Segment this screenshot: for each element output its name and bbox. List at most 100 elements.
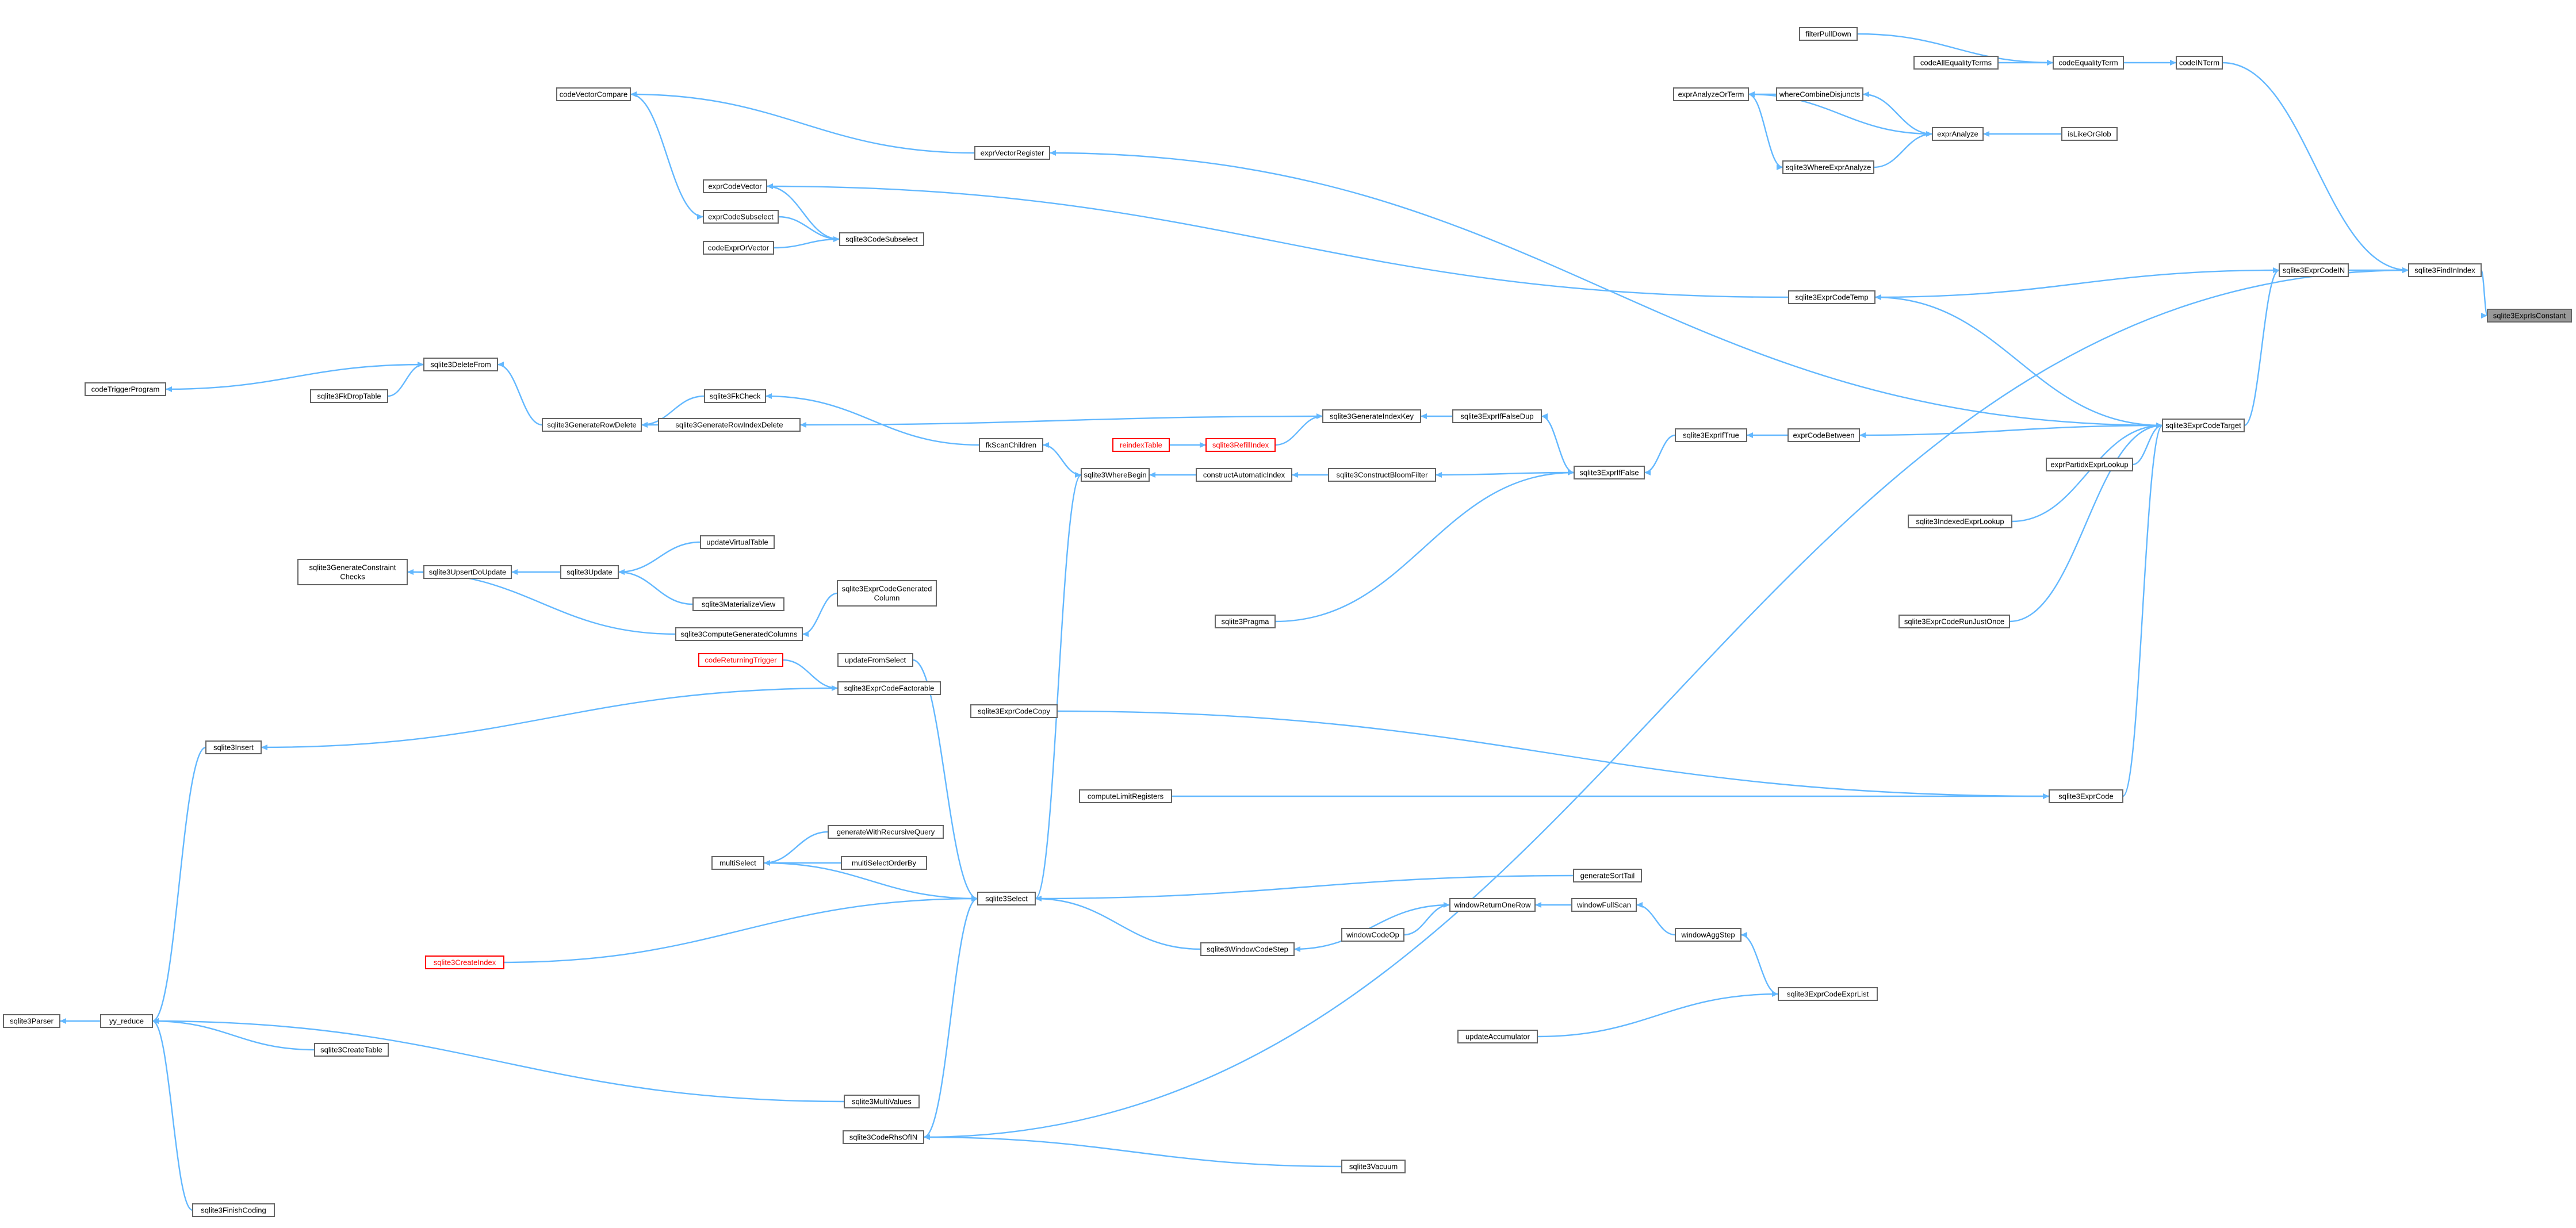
node-box (1573, 869, 1642, 882)
node-sqlite3WindowCodeStep[interactable]: sqlite3WindowCodeStep (1200, 942, 1295, 956)
node-codeExprOrVector[interactable]: codeExprOrVector (703, 241, 774, 255)
node-sqlite3ExprCodeExprList[interactable]: sqlite3ExprCodeExprList (1778, 987, 1878, 1001)
edge-arrowhead (2170, 60, 2176, 66)
node-exprAnalyze[interactable]: exprAnalyze (1932, 127, 1984, 141)
node-sqlite3GenerateIndexKey[interactable]: sqlite3GenerateIndexKey (1322, 409, 1421, 423)
node-whereCombineDisjuncts[interactable]: whereCombineDisjuncts (1776, 87, 1863, 101)
node-sqlite3FkDropTable[interactable]: sqlite3FkDropTable (310, 389, 388, 403)
node-exprCodeVector[interactable]: exprCodeVector (703, 179, 767, 193)
node-filterPullDown[interactable]: filterPullDown (1799, 27, 1858, 41)
node-sqlite3IndexedExprLookup[interactable]: sqlite3IndexedExprLookup (1908, 515, 2012, 528)
node-windowCodeOp[interactable]: windowCodeOp (1341, 928, 1404, 942)
node-box (1081, 468, 1150, 482)
edge-sqlite3ComputeGeneratedColumns-to-sqlite3GenerateConstraintChecks (407, 571, 676, 635)
edge-sqlite3ExprCodeGeneratedColumn-to-sqlite3ComputeGeneratedColumns (802, 592, 838, 635)
node-sqlite3Update[interactable]: sqlite3Update (560, 565, 619, 579)
node-label: sqlite3ExprCodeTarget (2165, 421, 2241, 430)
node-sqlite3FinishCoding[interactable]: sqlite3FinishCoding (192, 1203, 275, 1217)
node-sqlite3FindInIndex[interactable]: sqlite3FindInIndex (2408, 263, 2482, 277)
node-sqlite3ExprCodeTemp[interactable]: sqlite3ExprCodeTemp (1788, 290, 1875, 304)
node-codeTriggerProgram[interactable]: codeTriggerProgram (85, 382, 166, 396)
node-sqlite3Parser[interactable]: sqlite3Parser (3, 1014, 60, 1028)
node-sqlite3CodeSubselect[interactable]: sqlite3CodeSubselect (839, 232, 924, 246)
node-codeEqualityTerm[interactable]: codeEqualityTerm (2053, 56, 2124, 70)
node-codeReturningTrigger[interactable]: codeReturningTrigger (698, 653, 783, 667)
edge-arrowhead (630, 91, 637, 97)
node-sqlite3Vacuum[interactable]: sqlite3Vacuum (1341, 1160, 1406, 1173)
node-label: sqlite3MultiValues (852, 1097, 912, 1106)
edge-sqlite3Pragma-to-sqlite3ExprIfFalse (1274, 471, 1575, 623)
node-sqlite3DeleteFrom[interactable]: sqlite3DeleteFrom (423, 358, 498, 371)
node-sqlite3GenerateRowDelete[interactable]: sqlite3GenerateRowDelete (542, 418, 642, 432)
node-exprCodeSubselect[interactable]: exprCodeSubselect (703, 210, 779, 224)
node-updateAccumulator[interactable]: updateAccumulator (1457, 1030, 1538, 1043)
node-sqlite3ExprCodeRunJustOnce[interactable]: sqlite3ExprCodeRunJustOnce (1898, 615, 2010, 628)
node-sqlite3ComputeGeneratedColumns[interactable]: sqlite3ComputeGeneratedColumns (675, 627, 803, 641)
node-label: sqlite3CreateIndex (434, 958, 496, 967)
node-sqlite3ExprCodeTarget[interactable]: sqlite3ExprCodeTarget (2162, 419, 2245, 432)
edge-arrowhead (1075, 472, 1081, 478)
node-sqlite3CreateTable[interactable]: sqlite3CreateTable (314, 1043, 389, 1057)
edge-sqlite3CreateIndex-to-sqlite3Select (503, 897, 978, 964)
node-label: sqlite3WhereExprAnalyze (1786, 163, 1871, 172)
edge-sqlite3CodeRhsOfIN-to-sqlite3Select (923, 897, 978, 1138)
node-codeAllEqualityTerms[interactable]: codeAllEqualityTerms (1913, 56, 1999, 70)
node-sqlite3Select[interactable]: sqlite3Select (977, 892, 1036, 905)
node-sqlite3ExprCode[interactable]: sqlite3ExprCode (2049, 789, 2123, 803)
node-multiSelect[interactable]: multiSelect (711, 856, 764, 870)
node-constructAutomaticIndex[interactable]: constructAutomaticIndex (1196, 468, 1292, 482)
node-sqlite3WhereExprAnalyze[interactable]: sqlite3WhereExprAnalyze (1782, 160, 1874, 174)
node-exprCodeBetween[interactable]: exprCodeBetween (1787, 428, 1860, 442)
node-sqlite3ExprIfFalse[interactable]: sqlite3ExprIfFalse (1574, 466, 1645, 479)
node-windowReturnOneRow[interactable]: windowReturnOneRow (1449, 898, 1536, 912)
node-box (1341, 1160, 1406, 1173)
node-yy_reduce[interactable]: yy_reduce (100, 1014, 153, 1028)
edge-arrowhead (1636, 902, 1643, 908)
node-windowAggStep[interactable]: windowAggStep (1675, 928, 1741, 942)
node-sqlite3GenerateRowIndexDelete[interactable]: sqlite3GenerateRowIndexDelete (658, 418, 801, 432)
node-sqlite3UpsertDoUpdate[interactable]: sqlite3UpsertDoUpdate (423, 565, 512, 579)
node-exprAnalyzeOrTerm[interactable]: exprAnalyzeOrTerm (1673, 87, 1749, 101)
edge-arrowhead (166, 386, 172, 392)
node-multiSelectOrderBy[interactable]: multiSelectOrderBy (841, 856, 927, 870)
node-fkScanChildren[interactable]: fkScanChildren (979, 438, 1043, 452)
node-sqlite3WhereBegin[interactable]: sqlite3WhereBegin (1081, 468, 1150, 482)
node-sqlite3ExprCodeCopy[interactable]: sqlite3ExprCodeCopy (970, 704, 1058, 718)
node-sqlite3RefillIndex[interactable]: sqlite3RefillIndex (1205, 438, 1276, 452)
node-sqlite3MaterializeView[interactable]: sqlite3MaterializeView (692, 597, 784, 611)
node-sqlite3ExprCodeIN[interactable]: sqlite3ExprCodeIN (2279, 263, 2349, 277)
node-codeVectorCompare[interactable]: codeVectorCompare (556, 87, 631, 101)
node-sqlite3FkCheck[interactable]: sqlite3FkCheck (704, 389, 766, 403)
node-sqlite3Pragma[interactable]: sqlite3Pragma (1215, 615, 1276, 628)
node-sqlite3ExprIfTrue[interactable]: sqlite3ExprIfTrue (1675, 428, 1747, 442)
node-isLikeOrGlob[interactable]: isLikeOrGlob (2061, 127, 2118, 141)
node-box (205, 740, 262, 754)
node-computeLimitRegisters[interactable]: computeLimitRegisters (1079, 789, 1172, 803)
node-sqlite3ExprCodeFactorable[interactable]: sqlite3ExprCodeFactorable (837, 681, 941, 695)
node-exprVectorRegister[interactable]: exprVectorRegister (974, 146, 1050, 160)
node-sqlite3MultiValues[interactable]: sqlite3MultiValues (844, 1095, 920, 1108)
node-updateFromSelect[interactable]: updateFromSelect (837, 653, 913, 667)
node-generateSortTail[interactable]: generateSortTail (1573, 869, 1642, 882)
node-sqlite3ExprIfFalseDup[interactable]: sqlite3ExprIfFalseDup (1452, 409, 1542, 423)
node-sqlite3ExprIsConstant[interactable]: sqlite3ExprIsConstant (2487, 309, 2572, 323)
node-codeINTerm[interactable]: codeINTerm (2176, 56, 2223, 70)
edge-sqlite3FkCheck-to-sqlite3GenerateRowDelete (641, 395, 705, 426)
node-sqlite3ConstructBloomFilter[interactable]: sqlite3ConstructBloomFilter (1328, 468, 1436, 482)
node-reindexTable[interactable]: reindexTable (1112, 438, 1170, 452)
node-generateWithRecursiveQuery[interactable]: generateWithRecursiveQuery (828, 825, 944, 839)
node-updateVirtualTable[interactable]: updateVirtualTable (700, 535, 775, 549)
node-box (675, 627, 803, 641)
edge-sqlite3ExprCodeRunJustOnce-to-sqlite3ExprCodeTarget (2009, 424, 2163, 623)
node-label: computeLimitRegisters (1088, 792, 1164, 801)
node-label: exprPartidxExprLookup (2050, 460, 2128, 469)
node-box (542, 418, 642, 432)
node-sqlite3CreateIndex[interactable]: sqlite3CreateIndex (425, 955, 504, 969)
node-exprPartidxExprLookup[interactable]: exprPartidxExprLookup (2046, 458, 2133, 471)
node-sqlite3CodeRhsOfIN[interactable]: sqlite3CodeRhsOfIN (843, 1130, 924, 1144)
node-windowFullScan[interactable]: windowFullScan (1571, 898, 1637, 912)
node-sqlite3Insert[interactable]: sqlite3Insert (205, 740, 262, 754)
node-box (837, 681, 941, 695)
